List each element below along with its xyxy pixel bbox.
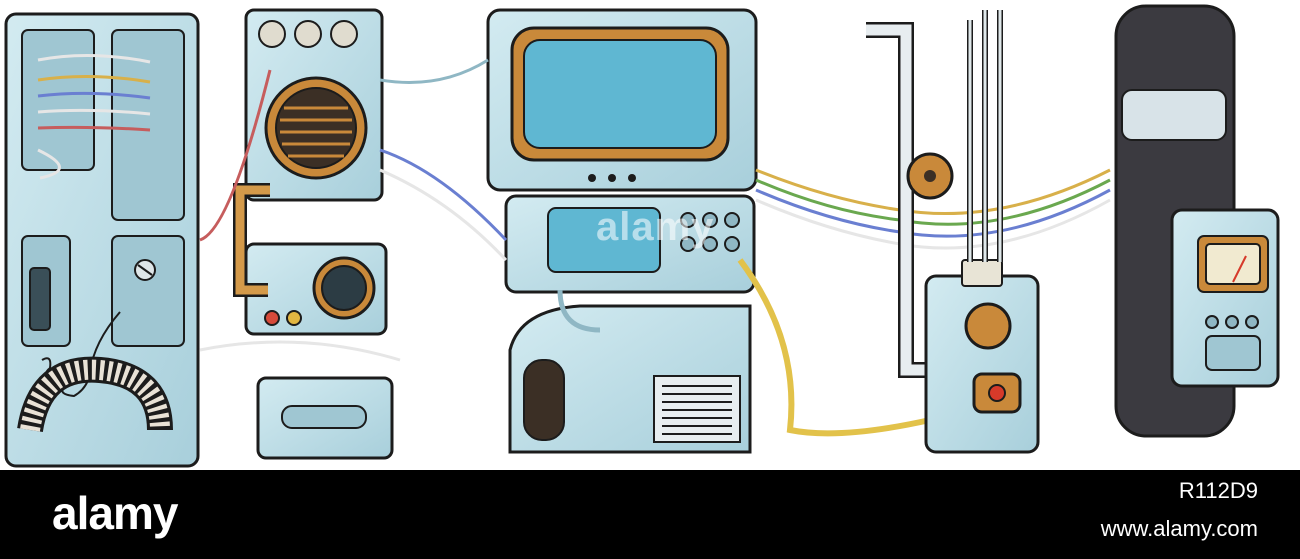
speaker-console <box>244 242 388 336</box>
machinery-illustration <box>4 4 1280 468</box>
vent-slots <box>29 267 51 331</box>
red-button <box>988 384 1006 402</box>
left-control-panel <box>4 12 200 468</box>
generator-unit <box>508 304 752 454</box>
site-url: www.alamy.com <box>1100 516 1258 541</box>
secondary-display <box>504 194 756 294</box>
monitor-screen <box>523 39 717 149</box>
keypad <box>1205 335 1261 371</box>
alamy-logo: alamy <box>52 487 178 539</box>
footer-bar: alamy R112D9 www.alamy.com <box>0 470 1300 559</box>
wire-bundle <box>37 53 151 180</box>
watermark: alamy <box>596 205 715 249</box>
image-id: R112D9 <box>1178 478 1258 503</box>
valve-pipe <box>866 22 954 378</box>
main-monitor <box>486 8 758 192</box>
gauge-panel <box>1170 208 1280 388</box>
indicator-light <box>286 310 302 326</box>
vent-slots <box>653 375 741 443</box>
gauge-needle <box>1232 255 1247 283</box>
indicator-light <box>264 310 280 326</box>
fan-unit <box>244 8 384 202</box>
junction-box <box>924 10 1040 454</box>
